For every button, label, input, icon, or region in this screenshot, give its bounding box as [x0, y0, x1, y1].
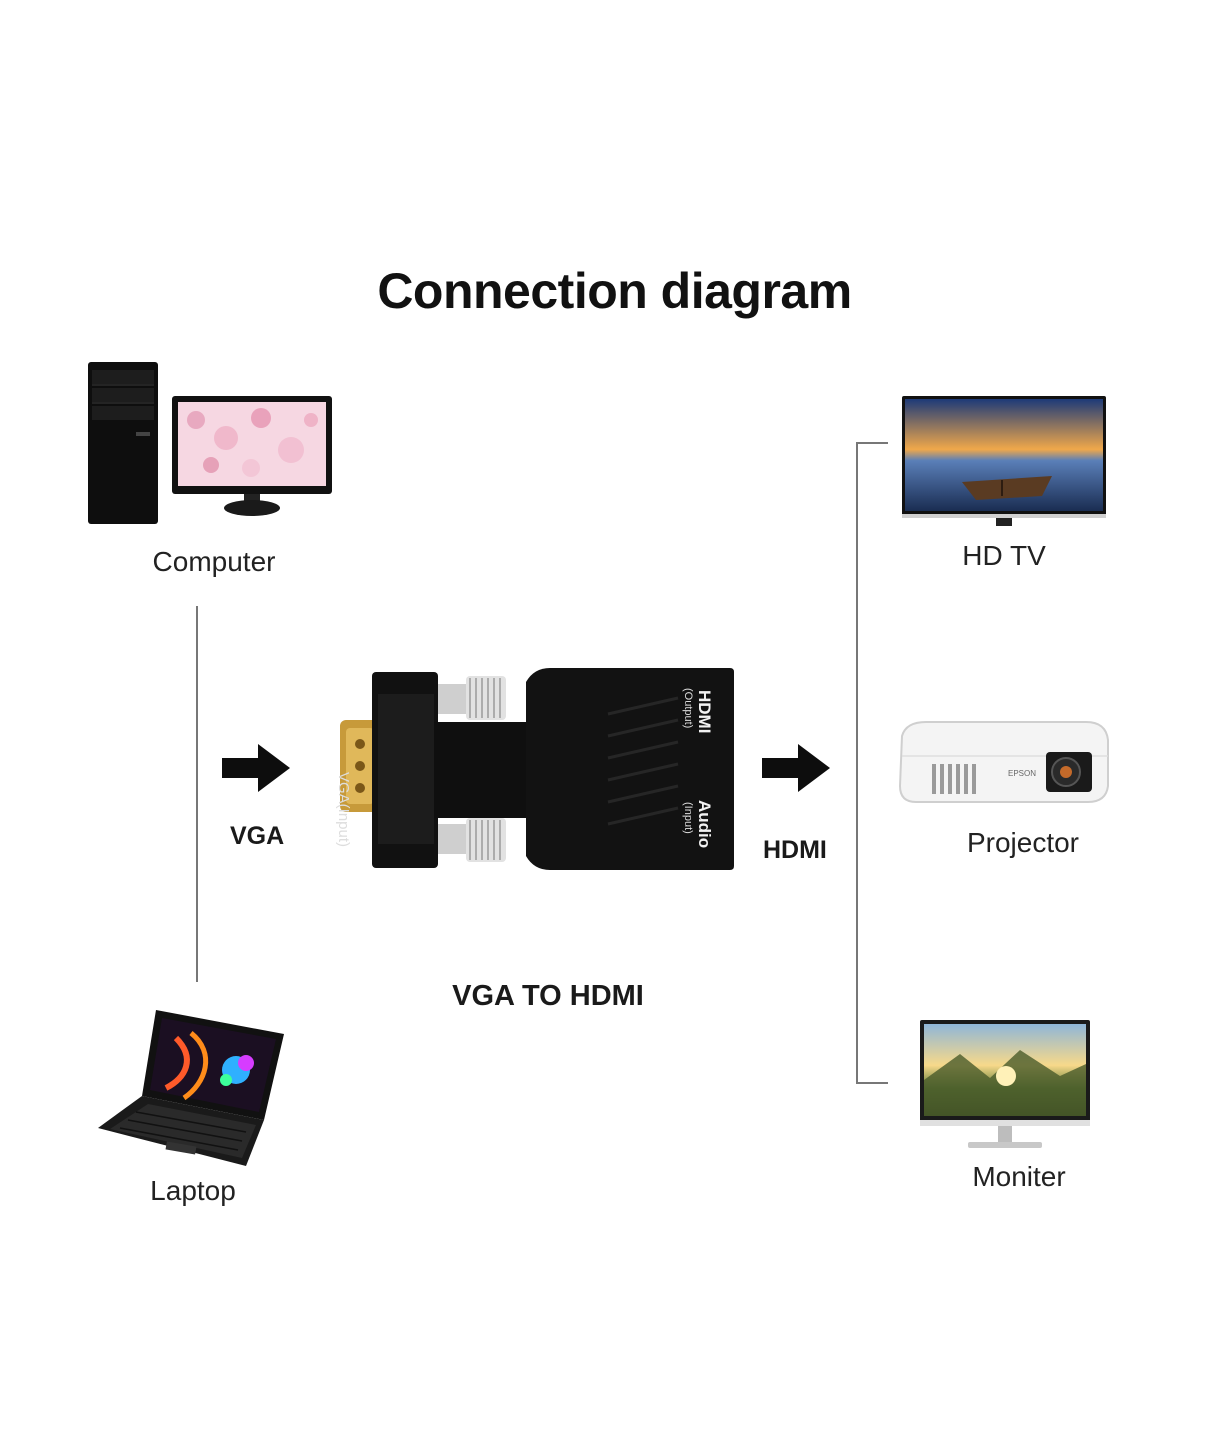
adapter-hdmi-port-sub: (Output): [682, 688, 694, 729]
output-bracket-bottom: [856, 1082, 888, 1084]
desktop-computer-icon: [86, 360, 336, 526]
output-bracket-vertical: [856, 442, 858, 1084]
adapter-audio-port-sub: (Input): [682, 802, 694, 834]
laptop-label: Laptop: [150, 1175, 236, 1206]
hd-tv-label: HD TV: [962, 540, 1046, 571]
output-bracket-top: [856, 442, 888, 444]
computer-label: Computer: [152, 546, 276, 577]
hd-tv-icon: [902, 396, 1106, 528]
vga-to-hdmi-adapter: [338, 664, 738, 874]
projector-label: Projector: [966, 827, 1080, 858]
right-arrow-icon: [762, 744, 830, 792]
monitor-icon: [920, 1020, 1090, 1152]
vga-label: VGA: [230, 822, 285, 850]
hdmi-label: HDMI: [763, 836, 827, 864]
adapter-hdmi-port-label: HDMI: [695, 690, 714, 734]
monitor-label: Moniter: [972, 1161, 1066, 1192]
diagram-title: Connection diagram: [377, 263, 852, 319]
projector-icon: EPSON: [896, 716, 1110, 808]
adapter-vga-input-text: VGA(Input): [335, 772, 352, 848]
adapter-audio-port-label: Audio: [695, 800, 714, 849]
right-arrow-icon: [222, 744, 290, 792]
adapter-caption: VGA TO HDMI: [452, 980, 644, 1012]
source-connector-line: [196, 606, 198, 982]
projector-brand: EPSON: [1008, 769, 1036, 778]
laptop-icon: [96, 1008, 286, 1168]
